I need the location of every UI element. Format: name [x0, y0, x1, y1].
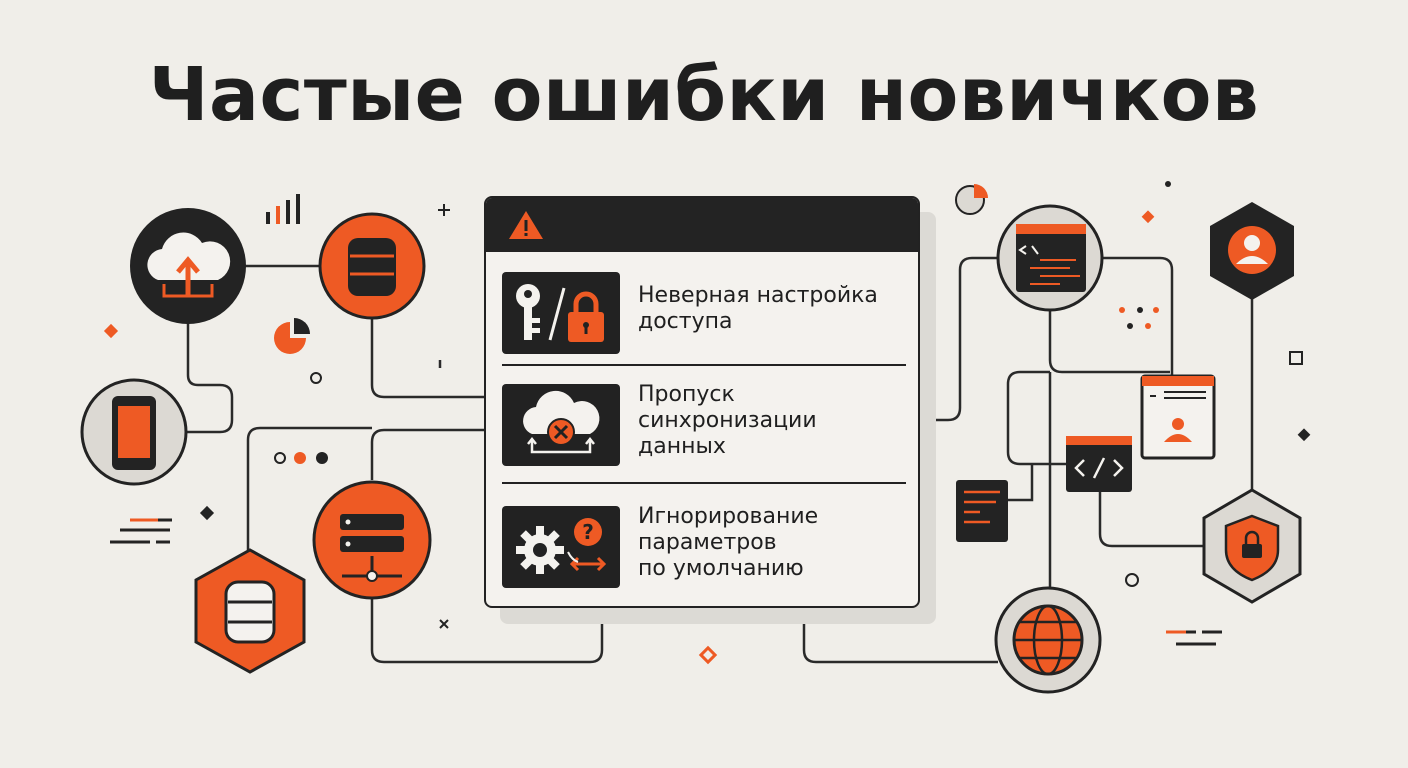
warning-triangle-icon	[509, 211, 543, 239]
list-item: Неверная настройка доступа	[486, 254, 918, 364]
user-hexagon-icon	[1210, 202, 1294, 300]
list-item: Пропуск синхронизации данных	[486, 366, 918, 476]
code-window-icon	[996, 204, 1104, 312]
connector-lines	[180, 256, 1254, 664]
document-icon	[956, 480, 1008, 542]
shield-lock-icon	[1202, 488, 1302, 604]
gear-question-icon: ?	[502, 506, 620, 588]
globe-icon	[994, 586, 1102, 694]
list-item: ? Игнорирование параметров по умолчанию	[486, 488, 918, 598]
mistakes-panel: Неверная настройка доступа Пропуск синхр…	[484, 196, 920, 608]
database-icon	[318, 212, 426, 320]
page-title: Частые ошибки новичков	[148, 52, 1260, 138]
svg-text:?: ?	[582, 520, 594, 544]
cloud-upload-icon	[130, 208, 246, 324]
item-text: Игнорирование параметров по умолчанию	[638, 504, 819, 581]
divider	[502, 482, 906, 484]
item-text: Неверная настройка доступа	[638, 283, 878, 334]
database-hexagon-icon	[194, 548, 306, 674]
item-text: Пропуск синхронизации данных	[638, 382, 817, 459]
server-rack-icon	[312, 480, 432, 600]
code-tag-icon	[1066, 436, 1132, 492]
smartphone-icon	[80, 378, 188, 486]
divider	[502, 364, 906, 366]
panel-header	[486, 198, 918, 252]
key-lock-icon	[502, 272, 620, 354]
cloud-sync-error-icon	[502, 384, 620, 466]
profile-window-icon	[1140, 374, 1216, 460]
